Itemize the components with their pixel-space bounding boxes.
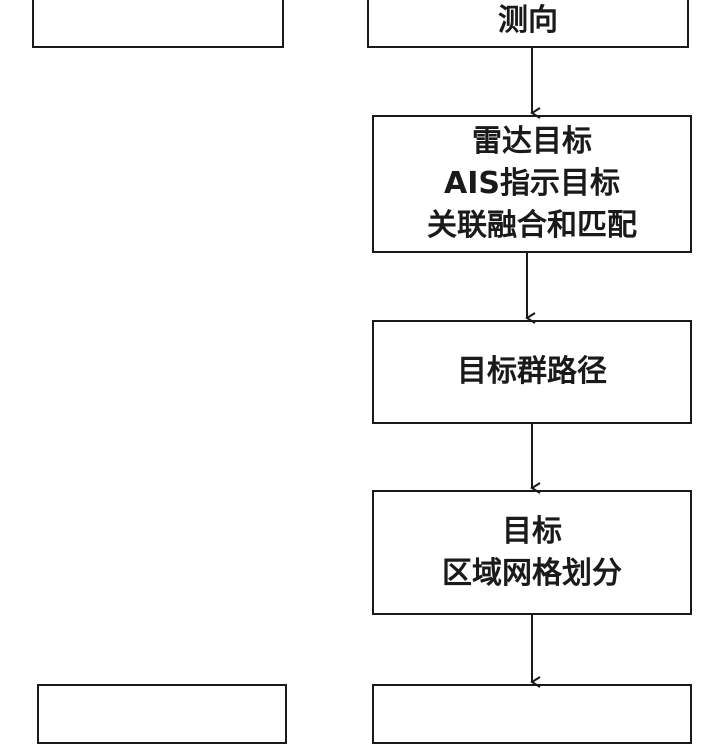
- right-bottom-box: [372, 684, 692, 744]
- fusion-line-3: 关联融合和匹配: [427, 208, 637, 243]
- left-top-box: [32, 0, 284, 48]
- grid-line-1: 目标: [502, 513, 562, 549]
- direction-box: 测向: [367, 0, 689, 48]
- left-bottom-box: [37, 684, 287, 744]
- path-label: 目标群路径: [457, 354, 607, 389]
- direction-label: 测向: [498, 3, 558, 38]
- fusion-box: 雷达目标 AIS指示目标 关联融合和匹配: [372, 115, 692, 253]
- path-box: 目标群路径: [372, 320, 692, 424]
- fusion-line-2: AIS指示目标: [444, 166, 620, 201]
- grid-box: 目标 区域网格划分: [372, 490, 692, 615]
- fusion-line-1: 雷达目标: [472, 124, 592, 159]
- grid-line-2: 区域网格划分: [442, 555, 622, 591]
